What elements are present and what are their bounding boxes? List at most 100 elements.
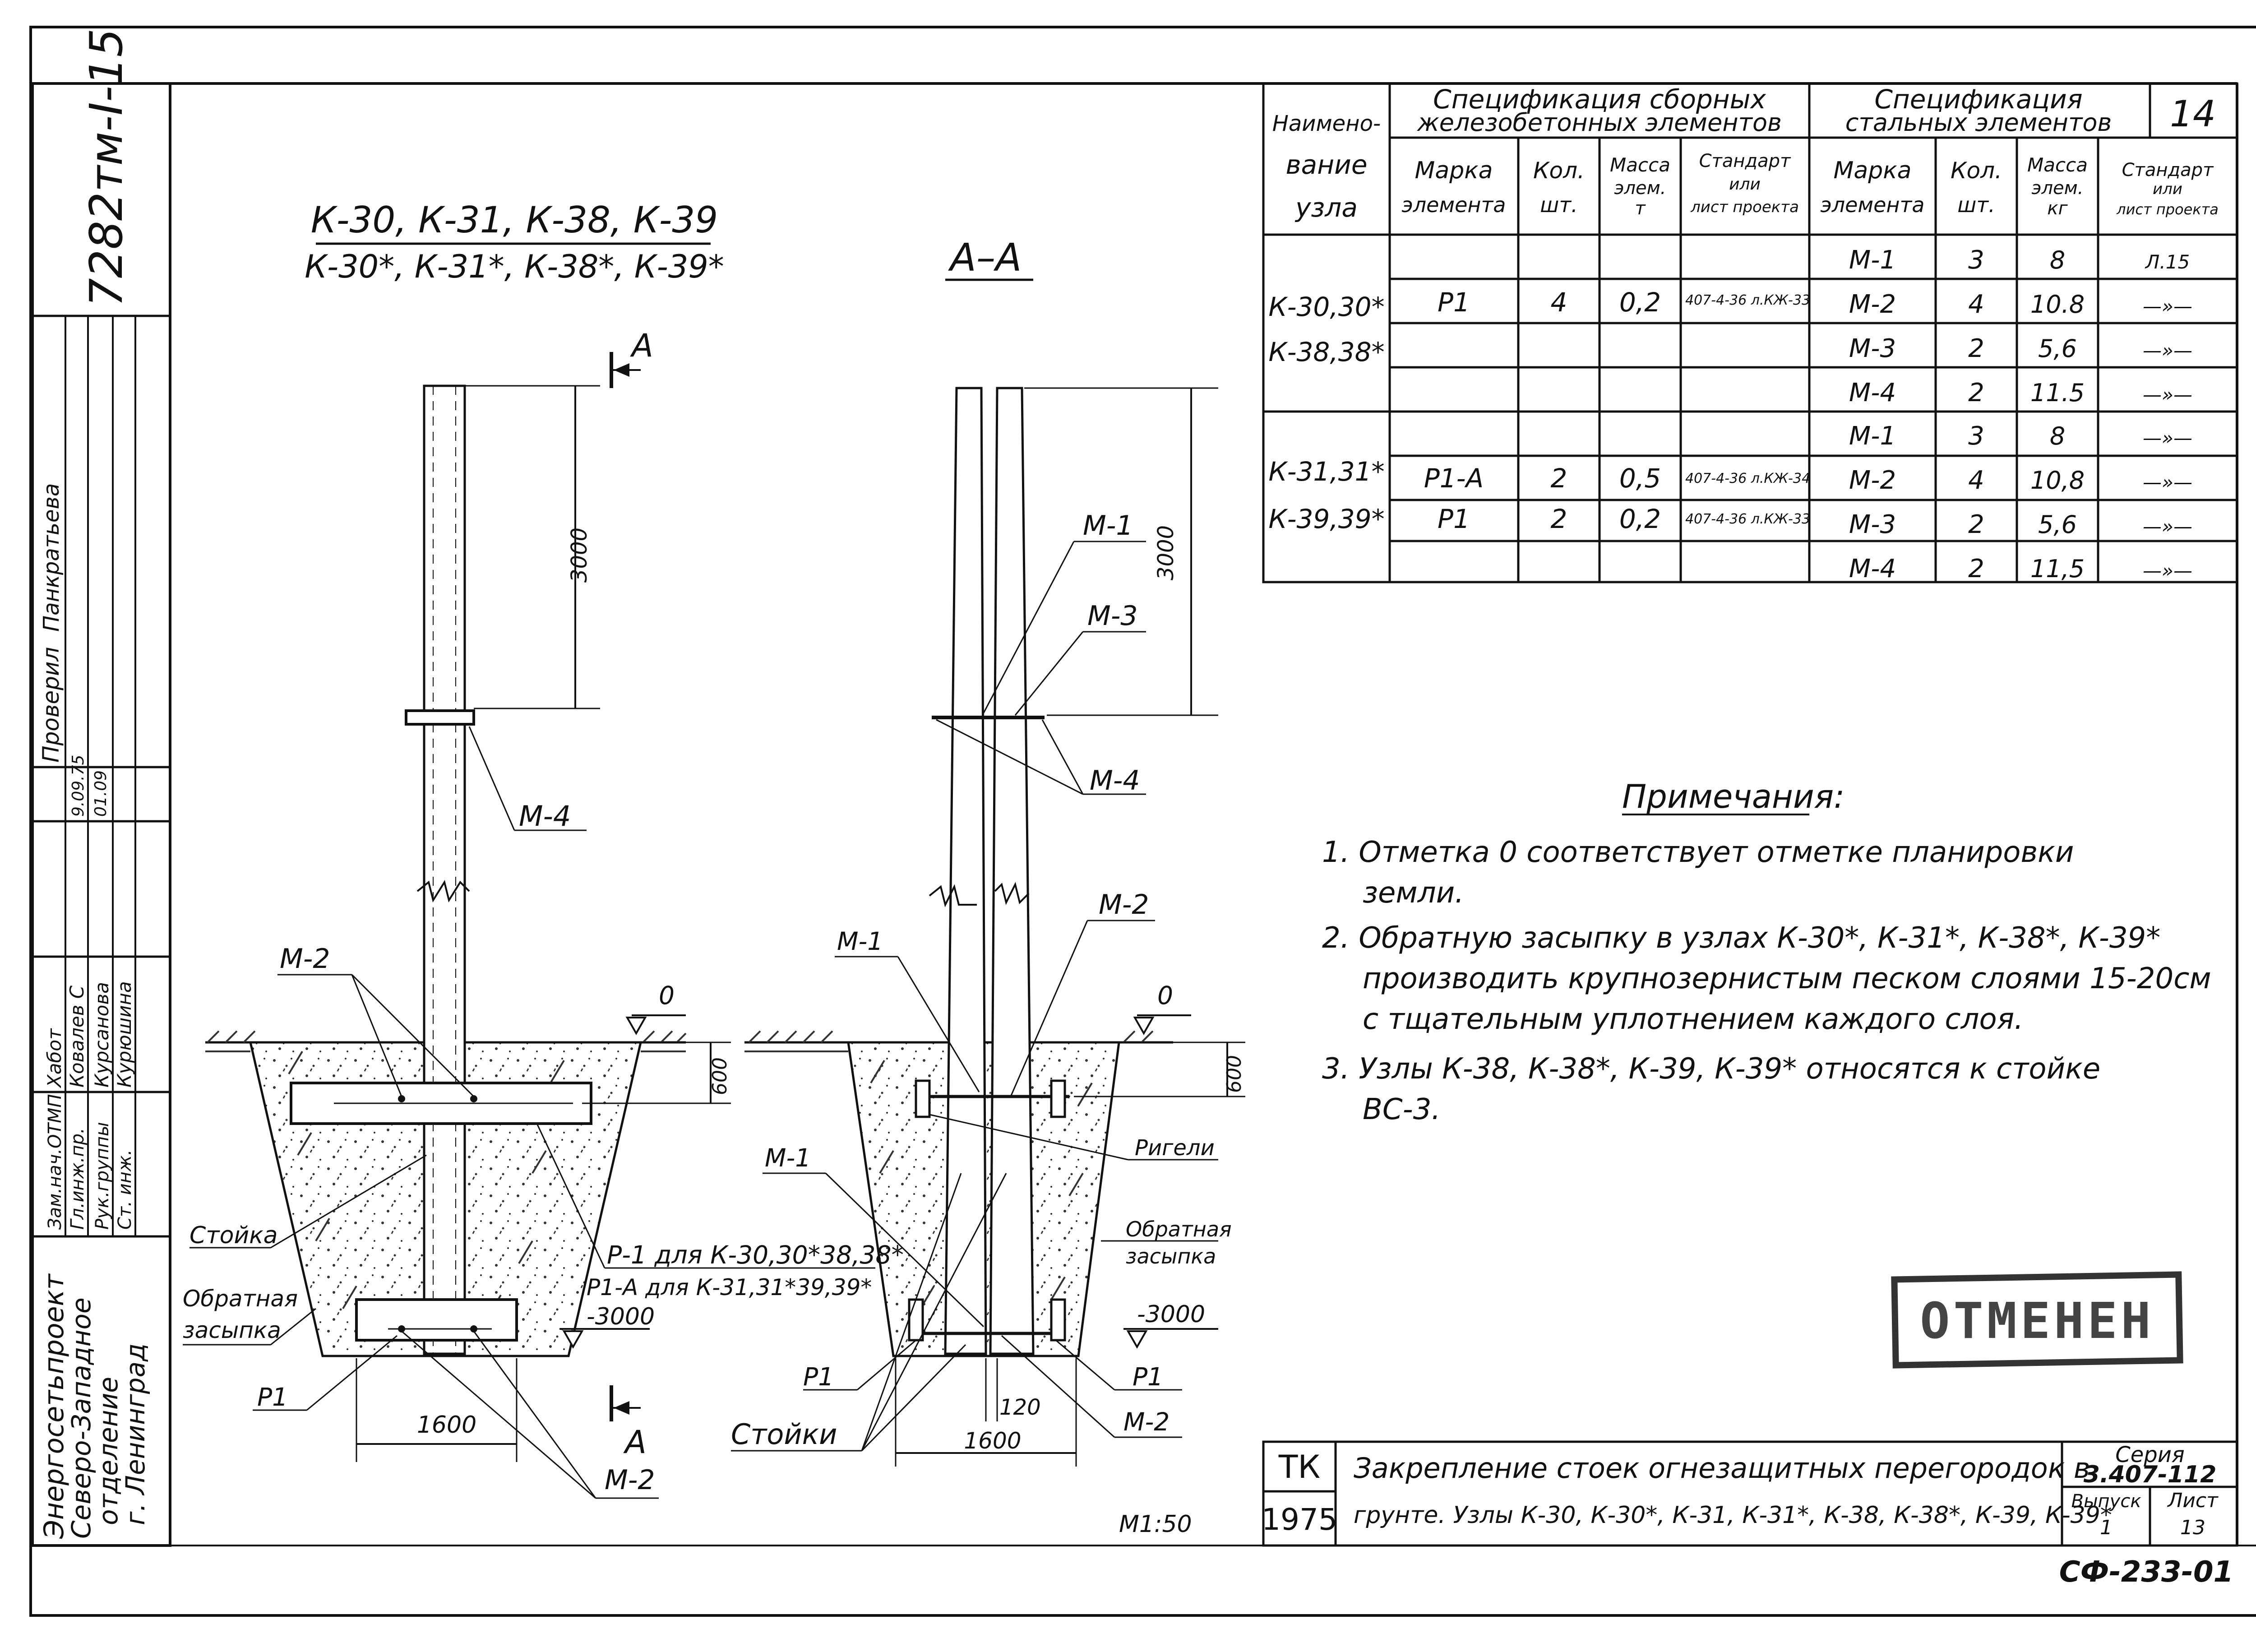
label-stoika: Стойка <box>190 1222 277 1249</box>
dim-1600-right: 1600 120 <box>895 1358 1077 1467</box>
label-m2-mid: М-2 <box>1099 889 1149 921</box>
sheet-label: Лист <box>2167 1489 2219 1512</box>
table-cell: —»— <box>2143 384 2192 406</box>
label-stoiki: Стойки <box>731 1418 837 1451</box>
role-2: Гл.инж.пр. <box>67 1128 88 1230</box>
group2-line1: Спецификация <box>1874 84 2082 115</box>
year-label: 1975 <box>1262 1502 1337 1537</box>
posts-stoiki <box>929 387 1035 1355</box>
left-stamp-frame <box>31 82 171 1547</box>
col-node-line1: Наимено- <box>1272 111 1381 136</box>
section-a-top-text: А <box>630 327 653 364</box>
table-cell: Р1 <box>1438 504 1470 534</box>
table-cell: М-2 <box>1849 290 1896 319</box>
note-line-2: земли. <box>1363 876 1464 910</box>
level-0-text: 0 <box>659 981 675 1010</box>
name-2: Ковалев С <box>66 985 88 1087</box>
svg-text:Марка: Марка <box>1415 157 1493 184</box>
section-a-bottom-text: А <box>623 1424 647 1461</box>
org-line-3: отделение <box>93 1377 124 1525</box>
level-3000-left: -3000 <box>559 1303 655 1349</box>
label-p1: Р1 <box>257 1383 288 1411</box>
svg-text:Стандарт: Стандарт <box>1699 151 1791 171</box>
post-stoika <box>416 384 470 1355</box>
svg-text:элемента: элемента <box>1401 193 1506 217</box>
label-m2-top: М-2 <box>280 943 330 975</box>
label-m1-low: М-1 <box>765 1143 811 1172</box>
label-m4: М-4 <box>519 800 571 833</box>
table-cell: М-1 <box>1849 245 1896 275</box>
col-headers: Марка элемента Кол. шт. Масса элем. т Ст… <box>1401 151 2218 219</box>
scale-label: М1:50 <box>1119 1511 1192 1538</box>
dim-600-right: 600 <box>1074 1041 1246 1097</box>
issue-label: Выпуск <box>2071 1491 2141 1512</box>
svg-text:элем.: элем. <box>1614 178 1666 199</box>
table-cell: 10,8 <box>2030 466 2085 495</box>
note-line-7: ВС-3. <box>1363 1093 1441 1126</box>
label-m2-bottom: М-2 <box>605 1464 655 1496</box>
date-2: 01.09 <box>92 770 110 817</box>
dim-600-left: 600 <box>582 1041 731 1104</box>
table-cell: М-3 <box>1849 334 1896 363</box>
table-cell: М-4 <box>1849 554 1896 583</box>
svg-text:Кол.: Кол. <box>1533 157 1585 184</box>
note-line-6: 3. Узлы К-38, К-38*, К-39, К-39* относят… <box>1322 1052 2100 1086</box>
svg-text:шт.: шт. <box>1957 193 1995 217</box>
drawing1-title-line2: К-30*, К-31*, К-38*, К-39* <box>305 248 724 285</box>
dim-3000-left: 3000 <box>465 385 600 709</box>
sheet-code: 7282тм-I-15 <box>80 28 133 307</box>
table-cell: 3 <box>1968 421 1984 451</box>
dim-1600-left: 1600 <box>356 1358 518 1462</box>
drawing1-title-line1: К-30, К-31, К-38, К-39 <box>311 199 718 241</box>
label-m4-right: М-4 <box>1090 765 1140 796</box>
label-m2-right: М-2 <box>1123 1407 1170 1436</box>
outer-frame <box>29 26 2256 1617</box>
svg-text:или: или <box>1729 175 1761 194</box>
table-cell: —»— <box>2143 339 2192 361</box>
table-cell: 2 <box>1968 378 1984 407</box>
name-1: Хабот <box>43 1028 65 1088</box>
name-3: Курсанова <box>91 982 113 1087</box>
svg-text:т: т <box>1635 198 1646 219</box>
svg-text:Стандарт: Стандарт <box>2122 160 2214 180</box>
level-3000-right-text: -3000 <box>1137 1301 1205 1328</box>
table-cell: 407-4-36 л.КЖ-33 <box>1685 511 1810 527</box>
table-cell: 0,5 <box>1619 463 1661 494</box>
table-cell: 2 <box>1551 463 1567 494</box>
svg-text:Кол.: Кол. <box>1951 157 2002 184</box>
svg-text:кг: кг <box>2047 198 2068 219</box>
group1-line2: железобетонных элементов <box>1416 108 1782 137</box>
clamp-m4 <box>405 709 475 726</box>
label-zasypka-2: засыпка <box>183 1317 281 1343</box>
col-node-line3: узла <box>1294 192 1358 223</box>
level-0-left: 0 <box>625 981 686 1036</box>
dim-3000-right-text: 3000 <box>1153 525 1179 580</box>
table-cell: 11,5 <box>2030 555 2085 583</box>
label-p1-note2: Р1-А для К-31,31*39,39* <box>587 1274 872 1300</box>
svg-text:Марка: Марка <box>1833 157 1911 184</box>
table-cell: 407-4-36 л.КЖ-34 <box>1685 471 1810 486</box>
table-cell: 8 <box>2050 422 2065 450</box>
rigel-right-upper <box>1050 1079 1066 1118</box>
note-line-4: производить крупнозернистым песком слоям… <box>1363 962 2211 995</box>
org-line-2: Северо-Западное <box>66 1297 97 1539</box>
org-line-4: г. Ленинград <box>120 1343 151 1525</box>
labels-drawing2: М-1 М-3 М-4 М-2 М-1 М-1 Ригели Обратная … <box>731 510 1232 1452</box>
title-line-2: грунте. Узлы К-30, К-30*, К-31, К-31*, К… <box>1354 1502 2112 1529</box>
table-cell: М-2 <box>1849 466 1896 495</box>
table-cell: Р1-А <box>1424 463 1484 494</box>
table-cell: 5,6 <box>2038 334 2077 363</box>
series-label: Серия <box>2115 1442 2185 1467</box>
check-role: Проверил <box>38 647 64 763</box>
label-p1-note1: Р-1 для К-30,30*38,38* <box>607 1240 904 1269</box>
level-0-right-text: 0 <box>1157 981 1173 1010</box>
note-line-3: 2. Обратную засыпку в узлах К-30*, К-31*… <box>1322 921 2160 955</box>
svg-text:Масса: Масса <box>1610 154 1670 176</box>
dim-1600-right-text: 1600 <box>964 1428 1021 1454</box>
label-p1-left: Р1 <box>803 1362 834 1391</box>
